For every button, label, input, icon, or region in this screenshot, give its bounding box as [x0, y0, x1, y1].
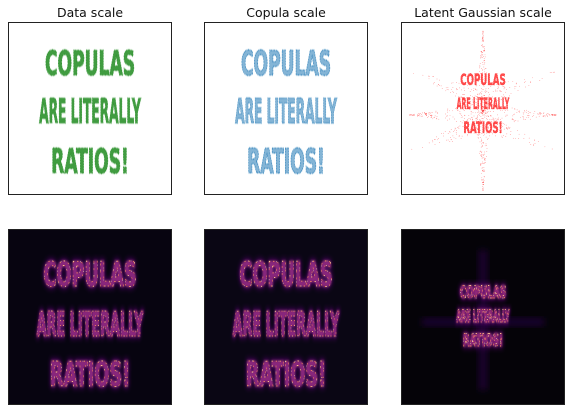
copula-density-hot-line-1: COPULAS — [239, 254, 332, 294]
data-density-peak-line-2: ARE LITERALLY — [37, 306, 144, 345]
panel-title-latent-gaussian-scale: Latent Gaussian scale — [414, 5, 552, 20]
data-density-body-line-1: COPULAS — [43, 254, 136, 294]
data-density-background — [9, 230, 171, 404]
data-density-body-line-3: RATIOS! — [50, 354, 130, 394]
latent-tail-points — [408, 30, 557, 192]
copula-density-glow-line-3: RATIOS! — [246, 354, 326, 394]
latent-gaussian-scatter-panel: COPULAS ARE LITERALLY RATIOS! — [401, 22, 565, 195]
latent-scale-text-line-2: ARE LITERALLY — [457, 95, 510, 113]
panel-title-data-scale: Data scale — [56, 5, 124, 20]
copula-density-body-line-1: COPULAS — [239, 254, 332, 294]
latent-density-glow-line-1: COPULAS — [460, 283, 507, 303]
latent-density-body-line-1: COPULAS — [460, 283, 507, 303]
data-scale-text-line-2: ARE LITERALLY — [39, 93, 141, 132]
latent-scale-text-line-1: COPULAS — [460, 72, 505, 90]
latent-density-glow-line-2: ARE LITERALLY — [456, 308, 510, 328]
data-density-peak-line-1: COPULAS — [43, 254, 136, 294]
latent-density-glow-line-3: RATIOS! — [463, 331, 503, 351]
copula-density-hot-line-3: RATIOS! — [246, 354, 326, 394]
latent-density-peak-line-1: COPULAS — [460, 283, 507, 303]
data-scale-scatter-plot: COPULAS ARE LITERALLY RATIOS! — [39, 44, 142, 182]
copula-scale-text-line-3: RATIOS! — [247, 142, 325, 181]
copula-density-peak-line-1: COPULAS — [239, 254, 332, 294]
copula-scale-text-line-1: COPULAS — [241, 44, 331, 83]
latent-density-body-line-3: RATIOS! — [463, 331, 503, 351]
copula-density-hot-line-2: ARE LITERALLY — [233, 306, 340, 345]
latent-density-hot-line-2: ARE LITERALLY — [456, 308, 510, 328]
data-density-glow-line-1: COPULAS — [43, 254, 136, 294]
data-density-hot-line-1: COPULAS — [43, 254, 136, 294]
copula-scale-text-line-2: ARE LITERALLY — [235, 93, 337, 132]
latent-density-peak-line-2: ARE LITERALLY — [456, 308, 510, 328]
copula-density-background — [205, 230, 367, 404]
data-density-peak-line-3: RATIOS! — [50, 354, 130, 394]
latent-density-hot-line-3: RATIOS! — [463, 331, 503, 351]
data-scale-text-line-1: COPULAS — [45, 44, 135, 83]
latent-density-peak-line-3: RATIOS! — [463, 331, 503, 351]
latent-scale-text-line-3: RATIOS! — [463, 120, 502, 138]
copula-density-glow-line-2: ARE LITERALLY — [233, 306, 340, 345]
latent-density-body-line-2: ARE LITERALLY — [456, 308, 510, 328]
data-density-glow-line-3: RATIOS! — [50, 354, 130, 394]
latent-gaussian-scatter-plot: COPULAS ARE LITERALLY RATIOS! — [408, 30, 557, 192]
latent-density-hot-line-1: COPULAS — [460, 283, 507, 303]
latent-density-vertical-streak — [478, 250, 488, 390]
copula-scale-scatter-panel: COPULAS ARE LITERALLY RATIOS! — [204, 22, 368, 195]
data-density-hot-line-3: RATIOS! — [50, 354, 130, 394]
copula-scale-scatter-plot: COPULAS ARE LITERALLY RATIOS! — [235, 44, 338, 182]
panel-title-copula-scale: Copula scale — [246, 5, 326, 20]
copula-density-peak-line-3: RATIOS! — [246, 354, 326, 394]
copula-density-body-line-2: ARE LITERALLY — [233, 306, 340, 345]
data-density-hot-line-2: ARE LITERALLY — [37, 306, 144, 345]
copula-density-peak-line-2: ARE LITERALLY — [233, 306, 340, 345]
copula-density-glow-line-1: COPULAS — [239, 254, 332, 294]
data-density-glow-line-2: ARE LITERALLY — [37, 306, 144, 345]
data-scale-scatter-panel: COPULAS ARE LITERALLY RATIOS! — [8, 22, 172, 195]
data-density-body-line-2: ARE LITERALLY — [37, 306, 144, 345]
data-scale-text-line-3: RATIOS! — [51, 142, 129, 181]
copula-density-body-line-3: RATIOS! — [246, 354, 326, 394]
